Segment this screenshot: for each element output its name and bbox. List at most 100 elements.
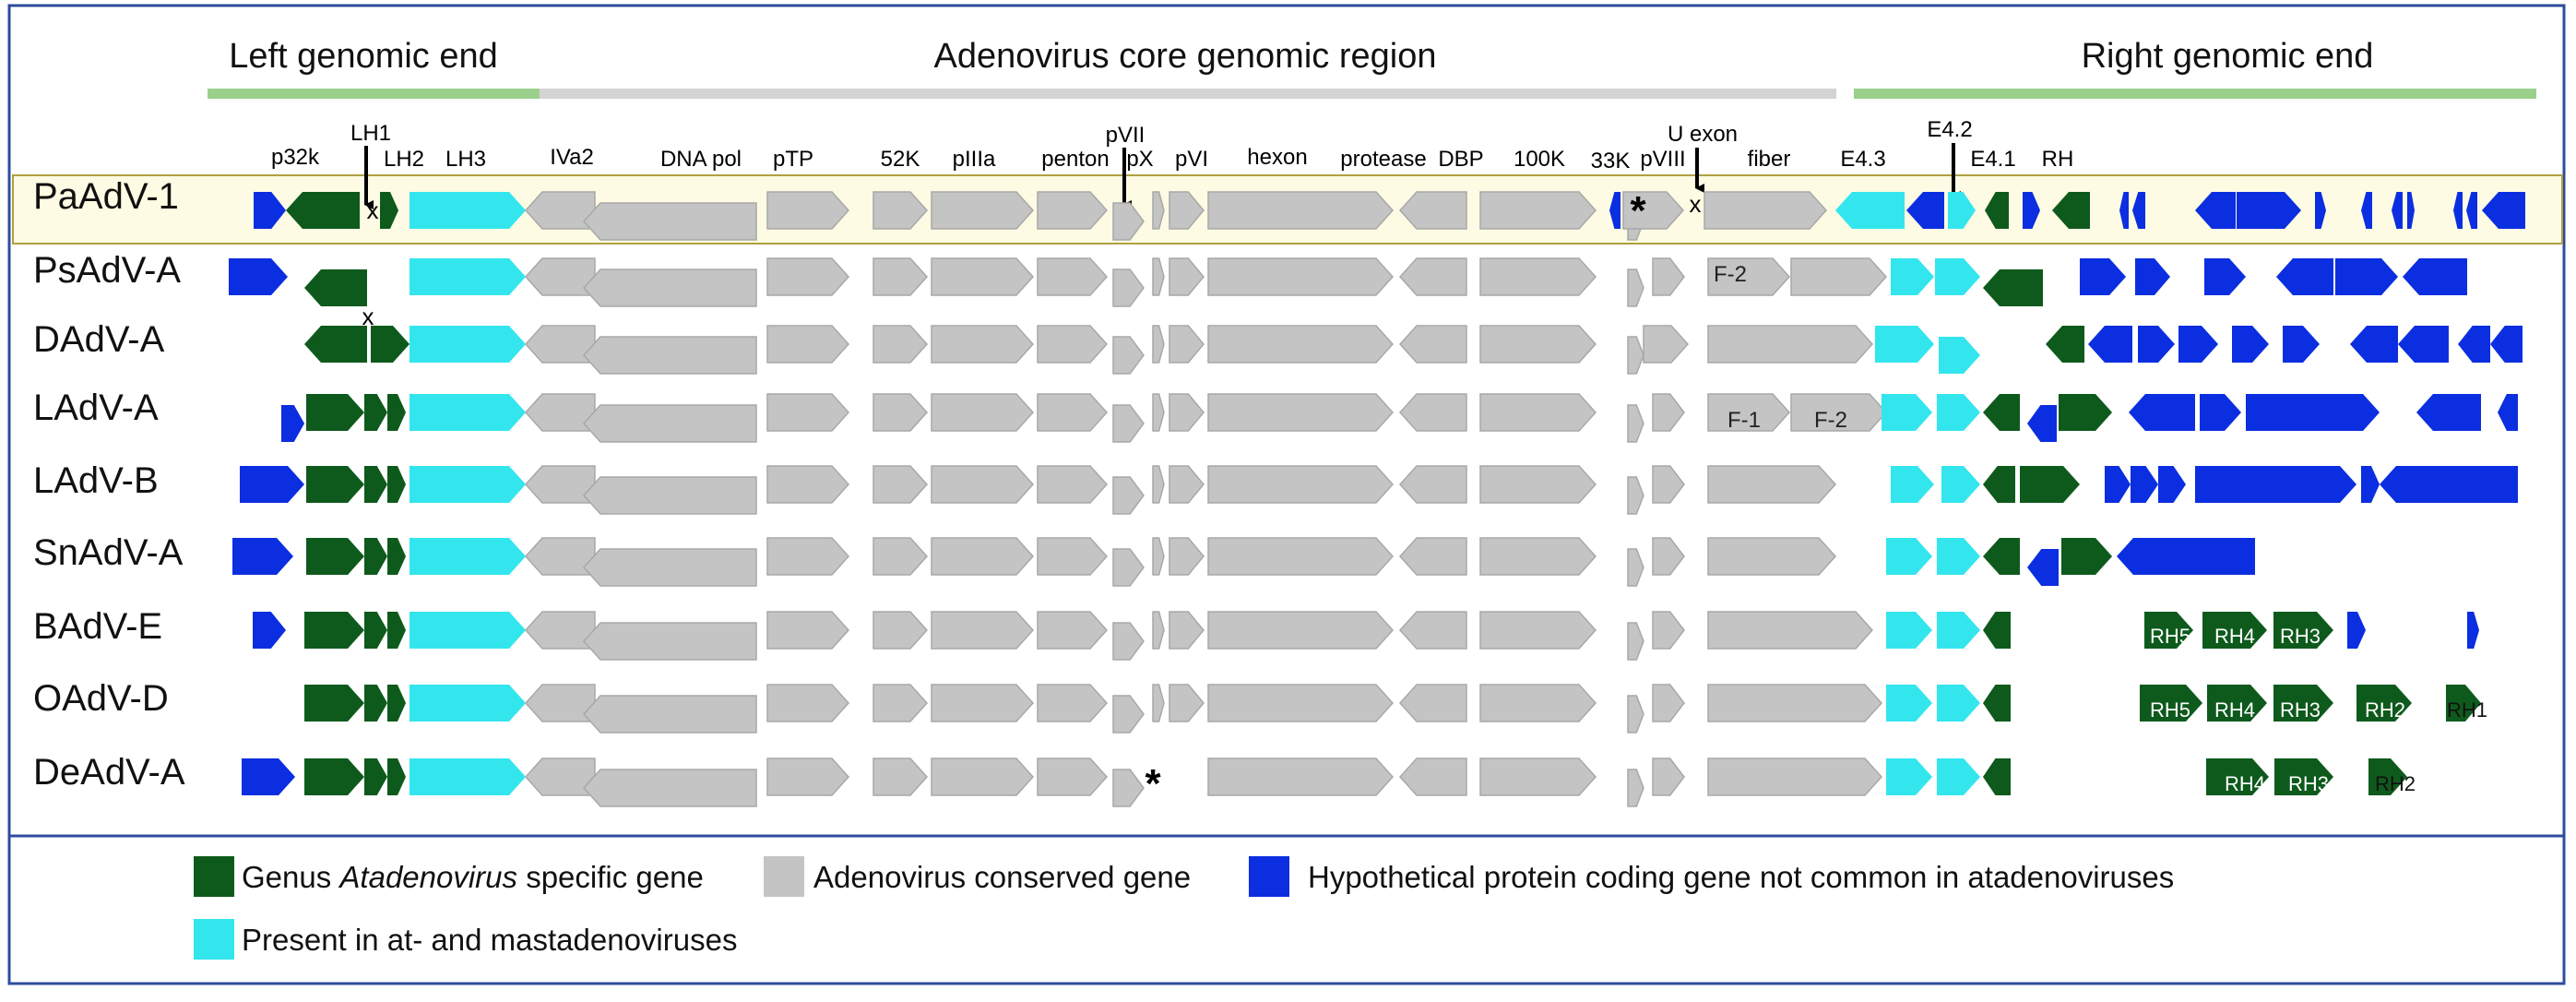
gene-arrow-badv-e-12 xyxy=(1152,611,1165,650)
gene-arrow-oadv-d-10 xyxy=(1112,695,1145,734)
gene-arrow-ladv-b-21 xyxy=(1941,466,1980,503)
gene-arrow-badv-e-0 xyxy=(253,612,286,649)
gene-arrow-ladv-a-10 xyxy=(1037,393,1109,432)
gene-arrow-ladv-b-26 xyxy=(2158,466,2186,503)
gene-arrow-dadv-a-2 xyxy=(410,326,526,363)
gene-arrow-badv-e-15 xyxy=(1398,611,1467,650)
gene-label-px: pX xyxy=(1126,147,1153,172)
gene-label-33k: 33K xyxy=(1591,149,1631,173)
gene-arrow-paadv-1-8 xyxy=(931,191,1035,230)
gene-arrow-ladv-b-13 xyxy=(1169,465,1205,504)
gene-arrow-ladv-b-24 xyxy=(2105,466,2131,503)
gene-arrow-ladv-a-29 xyxy=(2416,394,2481,431)
gene-arrow-ladv-b-4 xyxy=(410,466,526,503)
gene-arrow-psadv-a-12 xyxy=(1207,257,1395,296)
gene-arrow-dadv-a-25 xyxy=(2283,326,2320,363)
gene-arrow-ladv-b-28 xyxy=(2361,466,2380,503)
gene-arrow-badv-e-11 xyxy=(1112,622,1145,661)
gene-arrow-ladv-a-12 xyxy=(1152,393,1165,432)
gene-text-rh3-badv: RH3 xyxy=(2280,625,2321,648)
gene-arrow-badv-e-16 xyxy=(1479,611,1597,650)
gene-arrow-snadv-a-14 xyxy=(1207,537,1395,576)
gene-label-hexon: hexon xyxy=(1247,145,1307,170)
gene-arrow-dadv-a-5 xyxy=(766,325,850,364)
gene-arrow-badv-e-18 xyxy=(1652,611,1685,650)
asterisk-marker-paadv: * xyxy=(1630,188,1646,233)
gene-label-rh: RH xyxy=(2042,147,2074,172)
gene-arrow-paadv-1-33 xyxy=(2407,192,2415,229)
gene-arrow-badv-e-14 xyxy=(1207,611,1395,650)
gene-arrow-psadv-a-5 xyxy=(766,257,850,296)
gene-arrow-paadv-1-12 xyxy=(1169,191,1205,230)
gene-label-pviii: pVIII xyxy=(1640,147,1685,172)
gene-arrow-deadv-a-21 xyxy=(2206,758,2269,795)
gene-arrow-snadv-a-23 xyxy=(2027,549,2059,586)
gene-arrow-dadv-a-29 xyxy=(2490,326,2523,363)
gene-arrow-dadv-a-27 xyxy=(2398,326,2449,363)
gene-arrow-snadv-a-13 xyxy=(1169,537,1205,576)
gene-arrow-ladv-b-11 xyxy=(1112,476,1145,515)
gene-arrow-psadv-a-4 xyxy=(582,268,757,307)
gene-arrow-ladv-a-2 xyxy=(364,394,387,431)
gene-arrow-ladv-b-9 xyxy=(931,465,1035,504)
gene-arrow-ladv-b-12 xyxy=(1152,465,1165,504)
gene-arrow-dadv-a-12 xyxy=(1207,325,1395,364)
gene-arrow-deadv-a-12 xyxy=(1207,757,1395,796)
gene-arrow-oadv-d-21 xyxy=(1983,685,2011,722)
gene-label-iva2: IVa2 xyxy=(550,145,594,170)
gene-arrow-badv-e-19 xyxy=(1707,611,1874,650)
gene-arrow-ladv-a-16 xyxy=(1479,393,1597,432)
gene-arrow-ladv-a-8 xyxy=(873,393,929,432)
gene-arrow-oadv-d-15 xyxy=(1479,684,1597,722)
gene-arrow-deadv-a-3 xyxy=(387,758,406,795)
gene-arrow-paadv-1-22 xyxy=(1948,192,1976,229)
gene-label-u-exon: U exon xyxy=(1668,122,1738,147)
gene-arrow-snadv-a-6 xyxy=(582,548,757,587)
gene-arrow-ladv-a-1 xyxy=(306,394,364,431)
gene-arrow-ladv-a-17 xyxy=(1627,404,1644,443)
gene-arrow-paadv-1-25 xyxy=(2052,192,2090,229)
gene-arrow-dadv-a-13 xyxy=(1398,325,1467,364)
gene-arrow-ladv-a-6 xyxy=(582,404,757,443)
gene-arrow-deadv-a-22 xyxy=(2274,758,2333,795)
gene-label-pvii: pVII xyxy=(1106,123,1146,148)
gene-label-lh3: LH3 xyxy=(445,147,486,172)
gene-arrow-dadv-a-9 xyxy=(1112,336,1145,375)
gene-arrow-paadv-1-28 xyxy=(2195,192,2236,229)
gene-arrow-badv-e-24 xyxy=(2202,612,2267,649)
gene-arrow-dadv-a-11 xyxy=(1169,325,1205,364)
gene-arrow-ladv-b-14 xyxy=(1207,465,1395,504)
gene-arrow-paadv-1-10 xyxy=(1112,202,1145,241)
gene-arrow-snadv-a-21 xyxy=(1937,538,1980,575)
gene-arrow-ladv-b-16 xyxy=(1479,465,1597,504)
gene-arrow-dadv-a-20 xyxy=(2046,326,2084,363)
gene-arrow-oadv-d-7 xyxy=(873,684,929,722)
gene-arrow-paadv-1-34 xyxy=(2453,192,2463,229)
gene-arrow-deadv-a-7 xyxy=(766,757,850,796)
gene-text-rh2-oadv: RH2 xyxy=(2365,698,2405,722)
gene-arrow-ladv-b-10 xyxy=(1037,465,1109,504)
gene-arrow-deadv-a-11 xyxy=(1112,769,1145,807)
gene-arrow-badv-e-20 xyxy=(1886,612,1932,649)
gene-arrow-ladv-a-4 xyxy=(410,394,526,431)
gene-arrow-snadv-a-17 xyxy=(1627,548,1644,587)
gene-arrow-paadv-1-29 xyxy=(2237,192,2301,229)
gene-arrow-snadv-a-3 xyxy=(387,538,406,575)
gene-arrow-psadv-a-9 xyxy=(1112,268,1145,307)
gene-arrow-psadv-a-1 xyxy=(304,269,367,306)
gene-text-rh5-badv: RH5 xyxy=(2150,625,2190,648)
legend-label-specific: Genus Atadenovirus specific gene xyxy=(242,860,704,894)
gene-arrow-ladv-a-15 xyxy=(1398,393,1467,432)
gene-arrow-dadv-a-16 xyxy=(1643,325,1690,364)
gene-arrow-paadv-1-23 xyxy=(1985,192,2009,229)
gene-arrow-badv-e-23 xyxy=(2144,612,2193,649)
gene-arrow-dadv-a-6 xyxy=(873,325,929,364)
gene-arrow-ladv-b-2 xyxy=(364,466,387,503)
legend-label-present: Present in at- and mastadenoviruses xyxy=(242,923,737,957)
gene-arrow-badv-e-3 xyxy=(387,612,406,649)
region-title-left: Left genomic end xyxy=(229,37,498,76)
gene-arrow-snadv-a-15 xyxy=(1398,537,1467,576)
gene-arrows xyxy=(229,191,2525,807)
legend-swatch-hypothetical xyxy=(1249,856,1289,897)
